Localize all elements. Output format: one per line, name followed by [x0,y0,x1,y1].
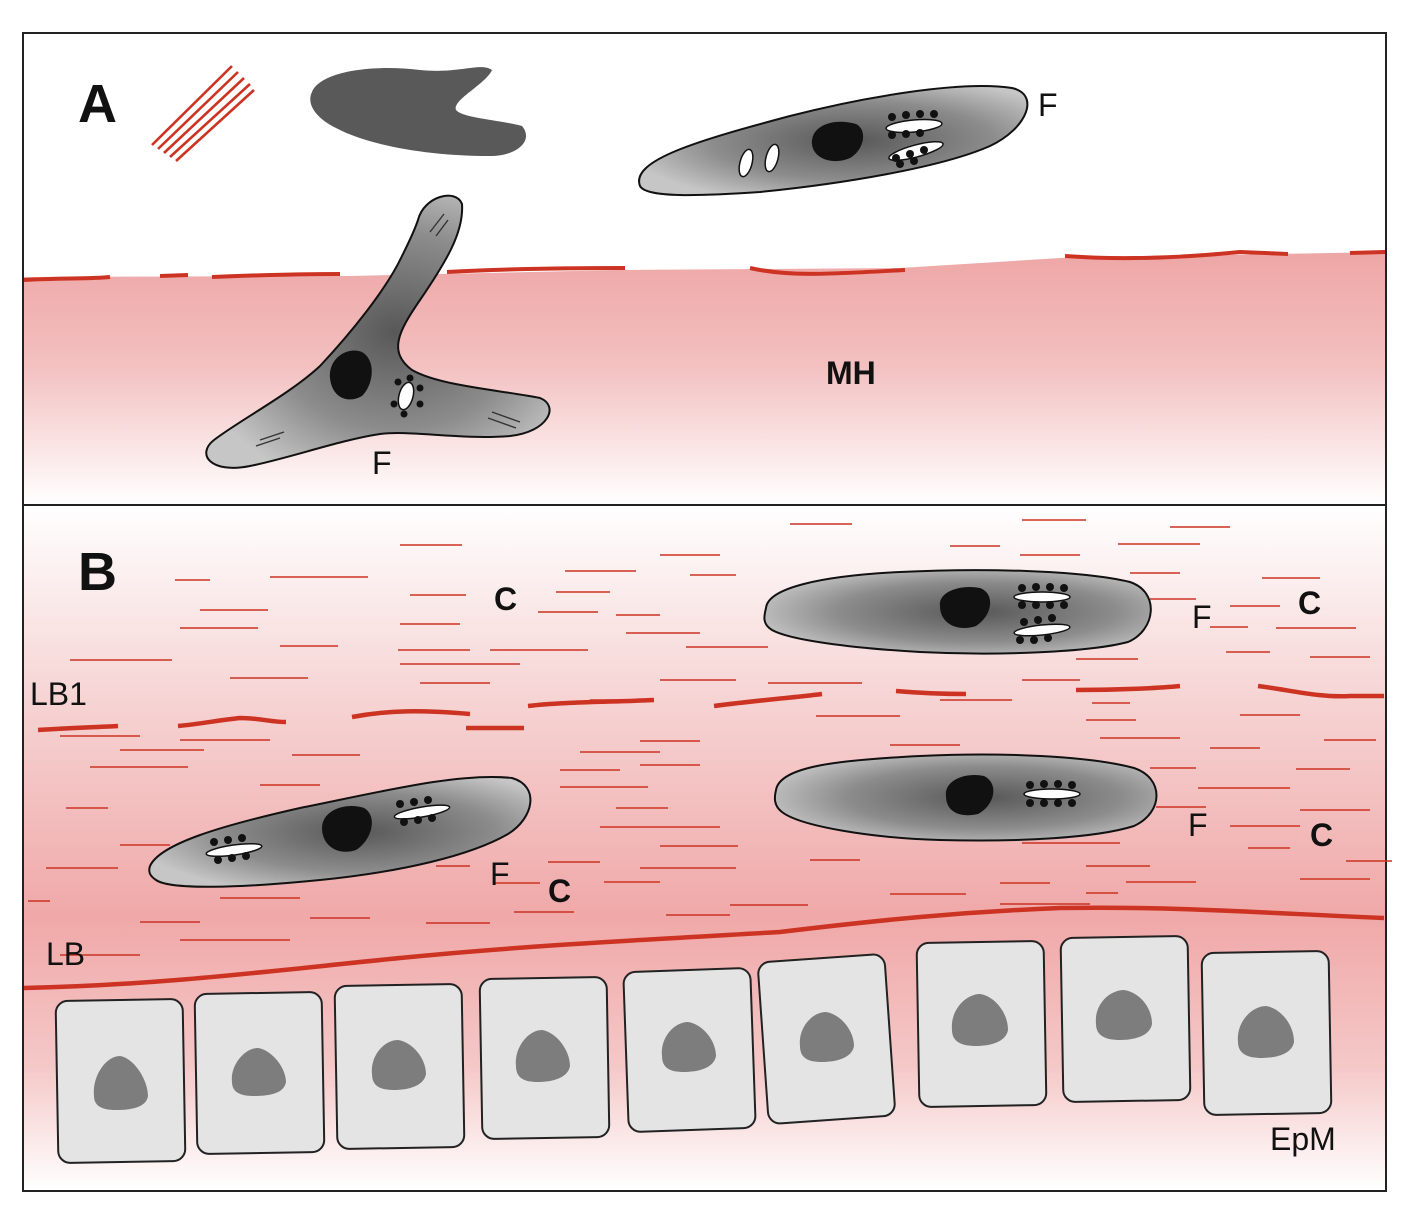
epithelial-cell [1200,950,1333,1116]
collagen-label: C [494,581,517,617]
lamina-lb1-label: LB1 [30,676,87,712]
nucleus-icon [945,774,994,816]
secretory-vesicle-icon [1023,788,1081,800]
fibroblast-bottom-a [205,194,551,469]
ribosome-dots [1016,583,1068,644]
fibroblast-b-top [763,569,1152,655]
secretory-vesicle-icon [393,804,451,820]
fibril-bundle-a [151,65,255,162]
collagen-label: C [1310,817,1333,853]
epithelial-cell [478,976,611,1140]
secretory-vesicle-icon [885,118,943,134]
fibroblast-b-left [148,775,532,888]
epithelial-cell [915,940,1048,1108]
epithelial-cell [757,953,896,1125]
nucleus-icon [231,1048,286,1096]
epithelial-cell [333,983,466,1150]
fibroblast-b-right [773,753,1158,842]
nucleus-icon [799,1012,854,1062]
lamina-lb-label: LB [46,936,85,972]
nucleus-icon [951,994,1008,1046]
lamina-lb [23,905,1385,991]
secretory-vesicle-icon [205,842,263,858]
fibroblast-label: F [372,445,392,481]
surface-fiber-a [23,249,1386,282]
nucleus-icon [322,806,372,852]
macrophage-cell-a [310,67,527,156]
panel-a: A F [23,65,1386,505]
epithelial-cell [1059,935,1192,1103]
secretory-vesicle-icon [888,140,944,162]
ribosome-dots [888,110,938,168]
secretory-vesicle-icon [1013,591,1071,603]
nucleus-icon [1237,1006,1294,1058]
nucleus-icon [661,1022,716,1072]
nucleus-icon [1095,990,1152,1040]
fibroblast-label: F [490,856,510,892]
fibroblast-label: F [1038,87,1058,123]
nucleus-icon [811,121,864,162]
epithelium-label: EpM [1270,1121,1336,1157]
lamina-lb1 [37,683,1384,733]
nucleus-icon [329,350,372,400]
ribosome-dots [390,374,424,418]
nucleus-icon [939,586,991,628]
cell-striations [255,213,521,447]
matrix-label: MH [826,355,876,391]
secretory-vesicle-icon [1013,623,1071,637]
nucleus-icon [93,1056,148,1110]
collagen-fibrils [28,519,1392,956]
ribosome-dots [210,796,436,864]
epithelial-cell [193,991,326,1155]
fibroblast-top-a [638,85,1029,197]
vacuole-icon [738,148,754,178]
fibroblast-label: F [1188,807,1208,843]
panel-a-letter: A [78,74,117,134]
collagen-label: C [1298,585,1321,621]
secretory-vesicle-icon [397,381,415,411]
nucleus-icon [515,1030,570,1082]
ribosome-dots [1026,780,1076,807]
fibroblast-label: F [1192,599,1212,635]
vacuole-icon [764,143,780,173]
figure-frame [22,32,1387,1192]
panel-b-letter: B [78,542,117,602]
epithelial-cell [622,967,757,1133]
nucleus-icon [371,1040,426,1090]
collagen-label: C [548,873,571,909]
panel-b: B [23,506,1392,1190]
epithelial-cell [54,998,187,1164]
